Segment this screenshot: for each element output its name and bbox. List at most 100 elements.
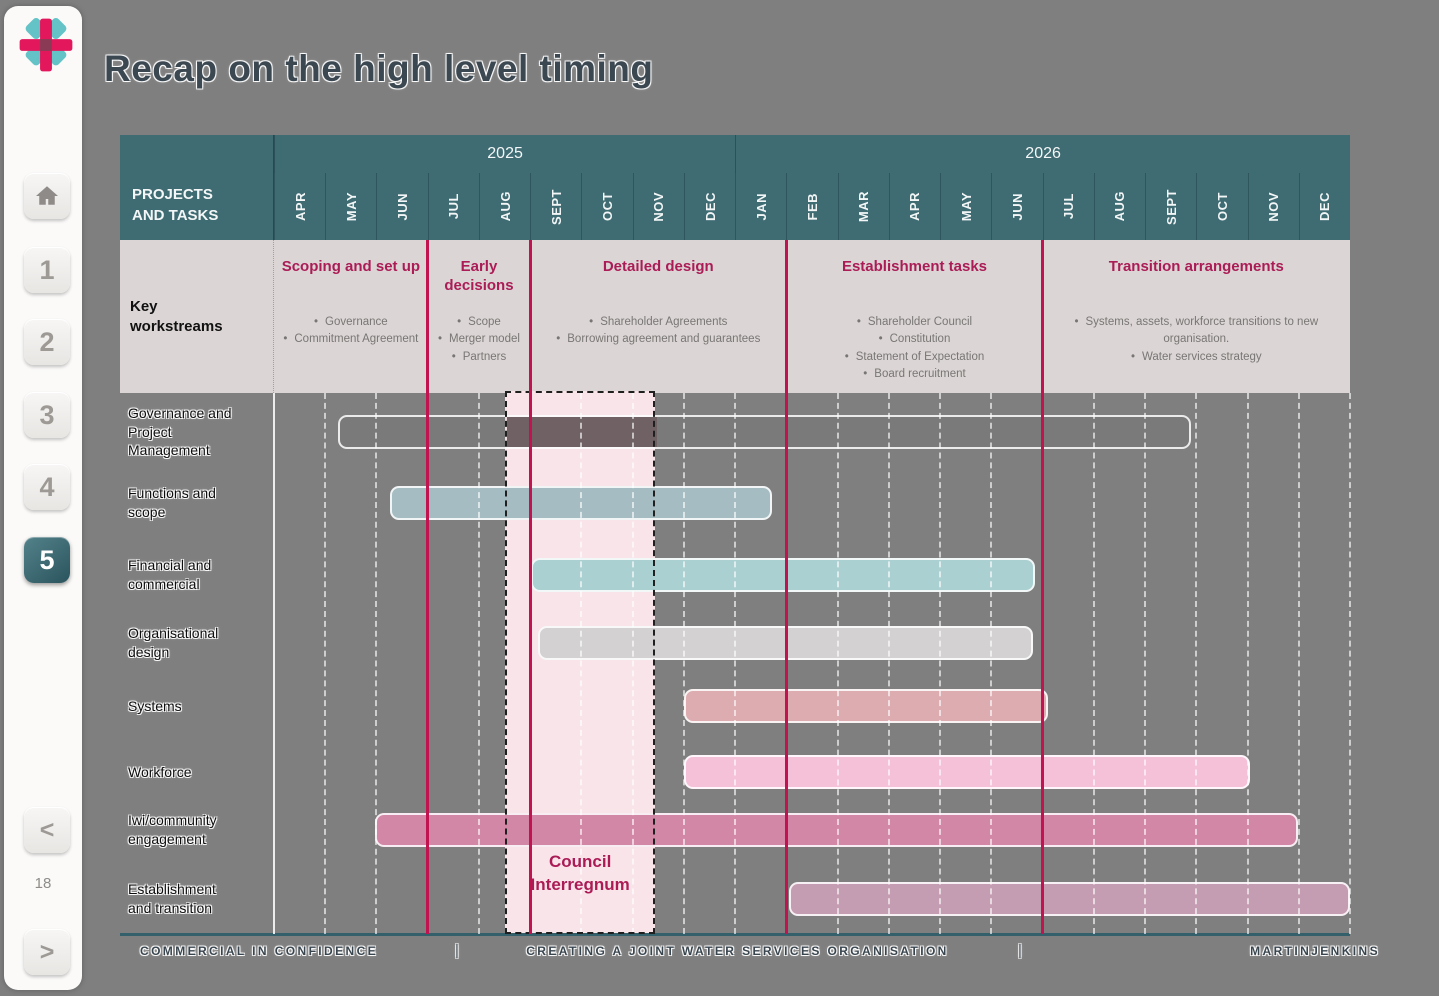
phase-divider-line <box>784 240 788 934</box>
month-gridline <box>1144 393 1147 934</box>
month-label: SEPT <box>1163 188 1179 225</box>
previous-page-button[interactable]: < <box>24 807 70 853</box>
month-header: SEPT <box>530 173 582 240</box>
footer-confidence-label: COMMERCIAL IN CONFIDENCE <box>140 944 379 958</box>
gantt-row-label: Governance and Project Management <box>128 405 232 459</box>
phase-bullet-list: •Governance•Commitment Agreement <box>274 314 428 349</box>
phase-bullet-list: •Scope •Merger model •Partners <box>428 314 530 366</box>
phase-title: Early decisions <box>444 258 514 294</box>
month-header: APR <box>888 173 941 240</box>
gantt-row-label: Systems <box>128 697 182 714</box>
council-interregnum-border <box>505 391 656 934</box>
phase-bullet-item: •Merger model <box>437 333 520 346</box>
home-icon <box>32 181 62 211</box>
month-label: JUN <box>1009 192 1025 221</box>
month-gridline <box>887 393 890 934</box>
next-page-button[interactable]: > <box>24 929 70 975</box>
page-button-3[interactable]: 3 <box>24 392 70 438</box>
footer-separator: | <box>1018 942 1025 959</box>
gantt-row-label: Financial and commercial <box>128 557 212 592</box>
month-header: NOV <box>1247 173 1299 240</box>
month-header: OCT <box>1196 173 1248 240</box>
page-title: Recap on the high level timing <box>104 48 654 89</box>
footer-project-label: CREATING A JOINT WATER SERVICES ORGANISA… <box>526 944 949 958</box>
gantt-row-label: Establishment and transition <box>128 881 216 916</box>
month-gridline <box>1349 393 1352 934</box>
month-gridline <box>939 393 942 934</box>
gantt-row-label: Iwi/community engagement <box>128 812 217 847</box>
month-label: MAY <box>343 191 359 222</box>
month-label: OCT <box>600 192 616 221</box>
phase-title: Scoping and set up <box>281 258 421 275</box>
page-number: 18 <box>34 875 52 892</box>
month-gridline <box>324 393 327 934</box>
month-label: NOV <box>651 191 667 222</box>
year-header: 2026 <box>735 135 1351 173</box>
page-button-2[interactable]: 2 <box>24 319 70 365</box>
phase-bullet-item: •Board recruitment <box>863 367 966 380</box>
month-gridline <box>273 393 275 934</box>
gantt-bar <box>788 882 1351 916</box>
phase-bullet-item: •Commitment Agreement <box>283 333 419 346</box>
month-header: MAY <box>940 173 992 240</box>
phase-bullet-item: •Shareholder Agreements <box>589 316 728 328</box>
month-header: MAR <box>837 173 889 240</box>
month-gridline <box>580 393 583 934</box>
month-label: AUG <box>497 191 513 222</box>
page-button-1[interactable]: 1 <box>24 247 70 293</box>
month-gridline <box>1092 393 1095 934</box>
month-gridline <box>990 393 993 934</box>
bullet-dot: • <box>437 333 442 346</box>
footer-rule <box>120 933 1350 936</box>
month-header: JAN <box>735 173 787 240</box>
home-button[interactable] <box>24 173 70 219</box>
month-header: FEB <box>786 173 838 240</box>
phase-bullet-item: •Partners <box>451 350 507 363</box>
phase-bullet-item: •Shareholder Council <box>856 316 973 328</box>
phase-bullet-list: •Shareholder Agreements •Borrowing agreem… <box>530 314 786 349</box>
month-label: DEC <box>1317 192 1333 221</box>
bullet-dot: • <box>451 350 456 363</box>
month-header: JUL <box>1042 173 1094 240</box>
month-gridline <box>477 393 480 934</box>
page-button-4[interactable]: 4 <box>24 464 70 510</box>
bullet-dot: • <box>1074 316 1079 328</box>
bullet-dot: • <box>856 316 861 328</box>
phase-bullet-item: •Scope <box>457 316 501 328</box>
month-label: NOV <box>1266 191 1282 222</box>
phase-bullet-item: •Borrowing agreement and guarantees <box>556 333 761 346</box>
previous-page-label: < <box>39 815 55 844</box>
month-gridline <box>631 393 634 934</box>
gantt-row-label: Organisational design <box>128 625 219 660</box>
month-gridline <box>682 393 685 934</box>
month-header: DEC <box>683 173 736 240</box>
workstream-phase: Establishment tasks•Shareholder Council•… <box>786 240 1043 393</box>
bullet-dot: • <box>844 350 849 363</box>
phase-title: Detailed design <box>602 258 714 275</box>
phase-bullet-item: •Systems, assets, workforce transitions … <box>1074 316 1319 346</box>
month-header: JUN <box>376 173 428 240</box>
month-label: MAR <box>856 190 872 223</box>
key-workstreams-label: Key workstreams <box>120 240 274 393</box>
phase-divider-line <box>528 240 532 934</box>
year-header: 2025 <box>274 135 736 173</box>
phase-bullet-item: •Constitution <box>878 333 951 346</box>
month-gridline <box>836 393 839 934</box>
month-label: JUN <box>395 192 411 221</box>
month-header: AUG <box>478 173 531 240</box>
month-header: DEC <box>1298 173 1351 240</box>
page-button-5[interactable]: 5 <box>24 537 70 583</box>
month-label: MAY <box>958 191 974 222</box>
bullet-dot: • <box>589 316 594 328</box>
month-label: DEC <box>702 192 718 221</box>
month-gridline <box>1297 393 1300 934</box>
phase-divider-line <box>1041 240 1045 934</box>
month-header: APR <box>274 173 326 240</box>
bullet-dot: • <box>283 333 288 346</box>
phase-bullet-item: •Water services strategy <box>1130 350 1262 363</box>
month-label: OCT <box>1214 192 1230 221</box>
month-label: JUL <box>1061 193 1077 220</box>
month-header: NOV <box>632 173 684 240</box>
bullet-dot: • <box>863 367 868 380</box>
month-gridline <box>734 393 737 934</box>
